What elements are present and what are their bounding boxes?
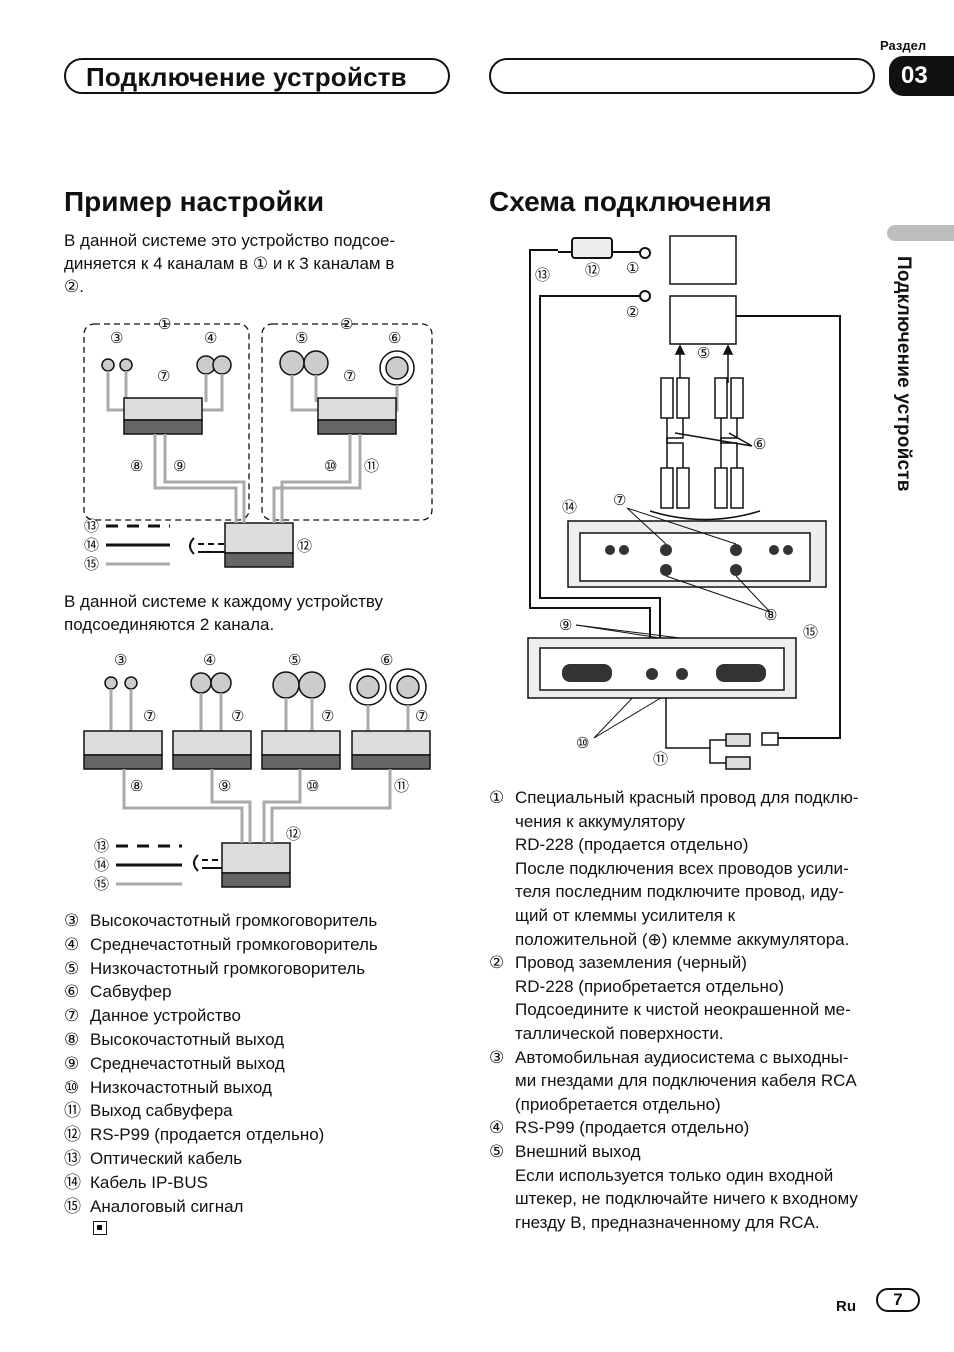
language-code: Ru: [836, 1298, 856, 1315]
label-8: ⑧: [130, 458, 143, 475]
right-heading: Схема подключения: [489, 186, 772, 217]
label-4: ④: [204, 330, 217, 347]
page-number: 7: [876, 1288, 920, 1312]
label-11: ⑪: [653, 751, 668, 768]
label-7: ⑦: [613, 492, 626, 509]
label-4: ④: [203, 652, 216, 669]
label-6: ⑥: [380, 652, 393, 669]
left-heading: Пример настройки: [64, 186, 325, 217]
second-line: подсоединяются 2 канала.: [64, 615, 275, 634]
label-12: ⑫: [297, 538, 312, 555]
label-7: ⑦: [157, 368, 170, 385]
setup-diagram-1: ① ③ ④ ② ⑤ ⑥ ⑦ ⑦ ⑧ ⑨ ⑩ ⑪ ⑫ ⑬ ⑭ ⑮: [83, 316, 433, 573]
label-6: ⑥: [753, 436, 766, 453]
label-7: ⑦: [143, 708, 156, 725]
label-7: ⑦: [321, 708, 334, 725]
list-item: ② Провод заземления (черный) RD-228 (при…: [489, 953, 851, 1043]
setup-diagram-2: ③ ④ ⑤ ⑥ ⑦ ⑦ ⑦ ⑦ ⑧ ⑨ ⑩ ⑪ ⑫ ⑬ ⑭ ⑮: [83, 652, 431, 893]
label-5: ⑤: [295, 330, 308, 347]
chapter-title: Подключение устройств: [86, 62, 407, 92]
label-15: ⑮: [803, 624, 818, 641]
label-11: ⑪: [394, 778, 409, 795]
list-item: ④ RS-P99 (продается отдельно): [489, 1118, 750, 1138]
label-11: ⑪: [364, 458, 379, 475]
label-8: ⑧: [764, 607, 777, 624]
label-2: ②: [626, 304, 639, 321]
label-12: ⑫: [286, 826, 301, 843]
label-5: ⑤: [697, 345, 710, 362]
analog-signal-icon: [93, 1221, 107, 1236]
label-14: ⑭: [94, 857, 109, 874]
list-item: ① Специальный красный провод для подклю-…: [489, 788, 859, 949]
intro-line: диняется к 4 каналам в ① и к 3 каналам в: [64, 254, 395, 273]
label-7: ⑦: [343, 368, 356, 385]
wiring-diagram: ⑬ ⑫ ① ② ③ ④ ⑤ ⑥ ⑦ ⑭ ⑧ ⑨ ⑮ ⑩ ⑪: [527, 235, 841, 770]
label-7: ⑦: [231, 708, 244, 725]
label-8: ⑧: [130, 778, 143, 795]
intro-line: В данной системе это устройство подсое-: [64, 231, 396, 250]
label-10: ⑩: [306, 778, 319, 795]
label-9: ⑨: [559, 617, 572, 634]
intro-paragraph: В данной системе это устройство подсое- …: [64, 229, 395, 298]
header-empty-pill: [489, 58, 875, 94]
label-9: ⑨: [173, 458, 186, 475]
label-14: ⑭: [562, 499, 577, 516]
label-2: ②: [340, 316, 353, 333]
label-15: ⑮: [94, 876, 109, 893]
label-15: ⑮: [84, 556, 99, 573]
label-10: ⑩: [324, 458, 337, 475]
label-3: ③: [114, 652, 127, 669]
chapter-title-pill: Подключение устройств: [64, 58, 450, 94]
label-12: ⑫: [585, 262, 600, 279]
list-item: ⑤ Внешний выход Если используется только…: [489, 1141, 858, 1232]
list-item: ③ Автомобильная аудиосистема с выходны- …: [489, 1047, 857, 1114]
label-5: ⑤: [288, 652, 301, 669]
side-tab-text: Подключение устройств: [893, 256, 914, 492]
label-10: ⑩: [576, 735, 589, 752]
second-line: В данной системе к каждому устройству: [64, 592, 384, 611]
label-1: ①: [158, 316, 171, 333]
label-3: ③: [110, 330, 123, 347]
label-7: ⑦: [415, 708, 428, 725]
label-13: ⑬: [84, 518, 99, 535]
label-14: ⑭: [84, 537, 99, 554]
label-13: ⑬: [535, 267, 550, 284]
list-item: [64, 1218, 378, 1236]
second-paragraph: В данной системе к каждому устройству по…: [64, 590, 383, 636]
label-1: ①: [626, 260, 639, 277]
label-6: ⑥: [388, 330, 401, 347]
section-number-badge: 03: [889, 56, 954, 96]
label-9: ⑨: [218, 778, 231, 795]
intro-line: ②.: [64, 277, 84, 296]
side-tab-marker: [887, 225, 954, 241]
section-label: Раздел: [880, 38, 927, 53]
label-13: ⑬: [94, 838, 109, 855]
connection-notes: ① Специальный красный провод для подклю-…: [489, 786, 889, 1234]
